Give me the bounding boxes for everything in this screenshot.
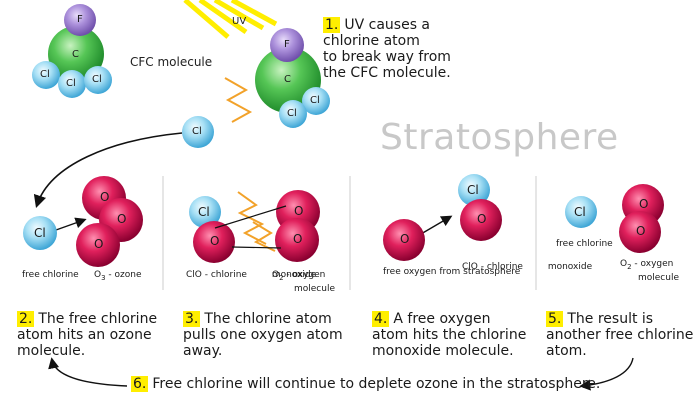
- panel-ozone-collision: [23, 176, 143, 267]
- step-2-text: 2.The free chlorine atom hits an ozone m…: [17, 311, 158, 359]
- step-3-number: 3.: [183, 311, 201, 327]
- atom-f-right: F: [284, 39, 290, 50]
- loop-arrow-left: [48, 357, 128, 387]
- oxygen-molecule-label: O2 - oxygen molecule: [272, 270, 336, 294]
- step-3-text: 3.The chlorine atom pulls one oxygen ato…: [183, 311, 343, 359]
- panel-result: [565, 184, 664, 253]
- panel-clo-forming: [189, 190, 320, 263]
- stratosphere-label: Stratosphere: [380, 117, 619, 158]
- atom-o-p4-free: O: [400, 232, 410, 246]
- atom-o-p2-2: O: [117, 212, 127, 226]
- atom-cl-left-2: Cl: [66, 78, 76, 89]
- atom-o-p3-1: O: [210, 234, 220, 248]
- atom-o-p3-3: O: [293, 232, 303, 246]
- arrow-to-ozone: [33, 132, 183, 209]
- step-2-number: 2.: [17, 311, 35, 327]
- clo-label-2: ClO - chlorine monoxide: [462, 262, 593, 272]
- step-1-text: 1.UV causes a chlorine atom to break way…: [323, 17, 451, 81]
- atom-cl-free: Cl: [192, 126, 202, 137]
- cfc-molecule-left: [32, 4, 112, 98]
- panel-oxygen-collision: [383, 174, 502, 261]
- uv-label: UV: [232, 16, 247, 27]
- atom-c-right: C: [284, 74, 291, 85]
- atom-cl-p4: Cl: [467, 183, 479, 197]
- atom-o-p5-1: O: [639, 197, 649, 211]
- atom-c-left: C: [72, 49, 79, 60]
- atom-o-p2-1: O: [100, 190, 110, 204]
- step-5-number: 5.: [546, 311, 564, 327]
- atom-o-p3-2: O: [294, 204, 304, 218]
- free-oxygen-label: free oxygen from stratosphere: [383, 267, 521, 277]
- atom-cl-p5: Cl: [574, 205, 586, 219]
- cfc-molecule-label: CFC molecule: [130, 55, 213, 69]
- step-6-text: 6.Free chlorine will continue to deplete…: [131, 376, 601, 392]
- atom-cl-left-1: Cl: [40, 69, 50, 80]
- atom-o-p2-3: O: [94, 237, 104, 251]
- step-4-text: 4.A free oxygen atom hits the chlorine m…: [372, 311, 527, 359]
- loop-arrow-right: [579, 357, 634, 391]
- atom-o-p5-2: O: [636, 224, 646, 238]
- ozone-label: O3 - ozone: [94, 270, 142, 282]
- cfc-molecule-breaking: [182, 28, 330, 148]
- oxygen-molecule-label-2: O2 - oxygen molecule: [620, 259, 680, 283]
- step-6-number: 6.: [131, 376, 149, 392]
- step-5-text: 5.The result is another free chlorine at…: [546, 311, 694, 359]
- free-chlorine-label-2: free chlorine: [556, 239, 613, 249]
- step-1-number: 1.: [323, 17, 341, 33]
- panel-separators: [162, 176, 537, 290]
- atom-cl-p3: Cl: [198, 205, 210, 219]
- atom-cl-right-2: Cl: [287, 108, 297, 119]
- atom-f-left: F: [77, 14, 83, 25]
- atom-cl-left-3: Cl: [92, 74, 102, 85]
- atom-o-p4: O: [477, 212, 487, 226]
- atom-cl-right-1: Cl: [310, 95, 320, 106]
- uv-rays: [183, 0, 278, 39]
- atom-cl-p2: Cl: [34, 226, 46, 240]
- step-4-number: 4.: [372, 311, 390, 327]
- free-chlorine-label: free chlorine: [22, 270, 79, 280]
- clo-label: ClO - chlorine monoxide: [186, 270, 317, 280]
